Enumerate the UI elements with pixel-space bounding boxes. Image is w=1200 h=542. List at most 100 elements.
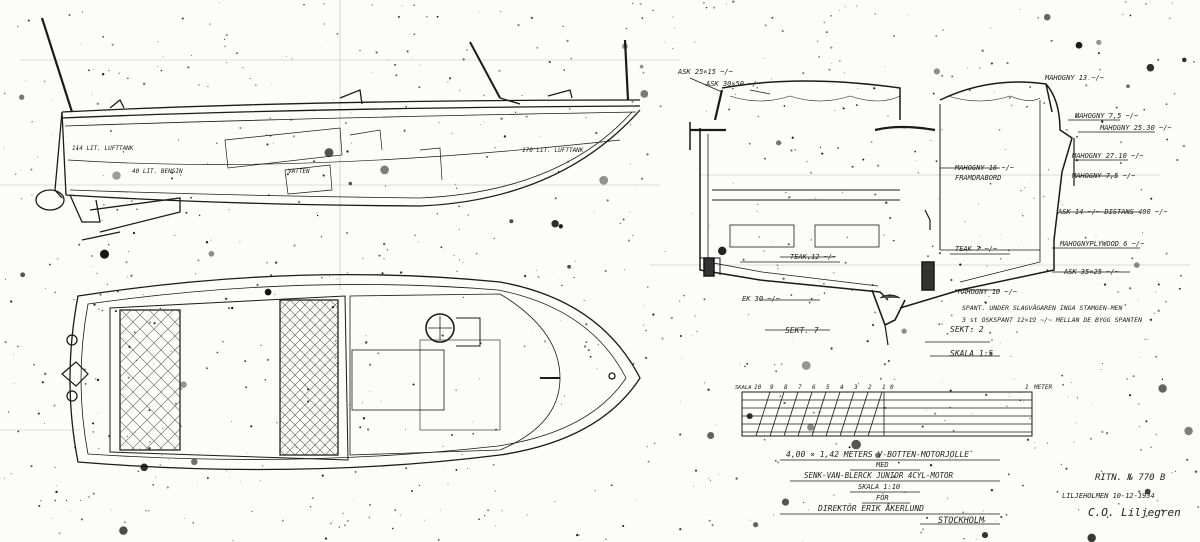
speckle [321,474,324,477]
speckle [262,465,264,467]
speckle [250,425,253,428]
speckle [834,110,835,111]
speckle [842,107,845,110]
speckle [228,209,230,211]
speckle [324,148,334,158]
speckle [998,129,1001,131]
speckle [556,402,557,403]
speckle [674,27,676,29]
speckle [419,64,421,66]
speckle [1155,355,1158,358]
speckle [291,58,293,60]
speckle [117,290,119,293]
speckle [548,60,551,63]
speckle [57,258,59,260]
speckle [54,499,57,502]
speckle [1171,472,1173,474]
speckle [264,379,266,381]
speckle [691,335,693,337]
speckle [334,356,337,359]
speckle [438,121,440,123]
speckle [206,367,208,369]
speckle [157,66,159,68]
speckle [56,485,58,487]
speckle [247,452,248,454]
speckle [14,382,15,384]
speckle [951,75,954,78]
scale-num: 6 [812,384,816,391]
speckle [978,203,980,205]
speckle [639,64,644,69]
speckle [486,155,489,158]
callout-6: MAHOGNYPLYWOOD 6 ~/~ [1059,240,1144,248]
speckle [934,412,937,415]
speckle [1132,375,1135,378]
speckle [453,254,455,256]
plan-view [61,273,641,471]
speckle [332,98,334,100]
speckle [711,524,714,526]
speckle [694,469,698,472]
speckle [879,377,882,380]
speckle [713,6,716,9]
speckle [610,484,613,487]
speckle [1030,166,1032,168]
speckle [733,183,734,184]
speckle [672,16,674,18]
speckle [441,334,444,337]
speckle [1062,204,1064,206]
speckle [44,372,47,376]
speckle [73,446,76,449]
speckle [771,16,774,19]
scale-num: 7 [798,384,802,391]
speckle [621,43,628,50]
side-profile-view [35,17,641,241]
speckle [93,69,95,71]
speckle [782,277,785,280]
speckle [109,129,112,132]
speckle [102,203,105,206]
speckle [236,52,238,55]
speckle [17,26,19,28]
speckle [597,343,600,346]
speckle [523,345,526,348]
speckle [845,6,846,8]
speckle [932,245,934,247]
speckle [1182,57,1187,63]
speckle [681,357,683,359]
speckle [802,501,805,504]
speckle [20,198,22,200]
speckle [456,270,458,273]
speckle [757,203,759,206]
speckle [114,310,117,313]
speckle [631,100,634,103]
speckle [1165,252,1168,255]
speckle [112,171,121,180]
speckle [775,140,782,146]
speckle [413,33,416,36]
speckle [461,453,463,456]
speckle [53,404,56,407]
speckle [835,442,838,445]
speckle [840,387,842,390]
speckle [142,82,146,85]
speckle [763,250,765,252]
speckle [1140,189,1143,191]
speckle [472,432,475,435]
speckle [605,538,607,540]
speckle [557,170,560,173]
speckle [726,3,727,5]
speckle [313,109,315,112]
speckle [623,269,625,271]
speckle [386,249,389,251]
speckle [1061,374,1064,377]
speckle [937,198,939,199]
speckle [893,378,896,380]
speckle [802,540,803,542]
label-left-tank: 114 LIT. LUFTTANK [72,145,134,152]
speckle [69,511,71,512]
speckle [1023,401,1025,403]
speckle [583,299,585,301]
title-line-7: STOCKHOLM [938,516,985,526]
speckle [503,135,507,138]
